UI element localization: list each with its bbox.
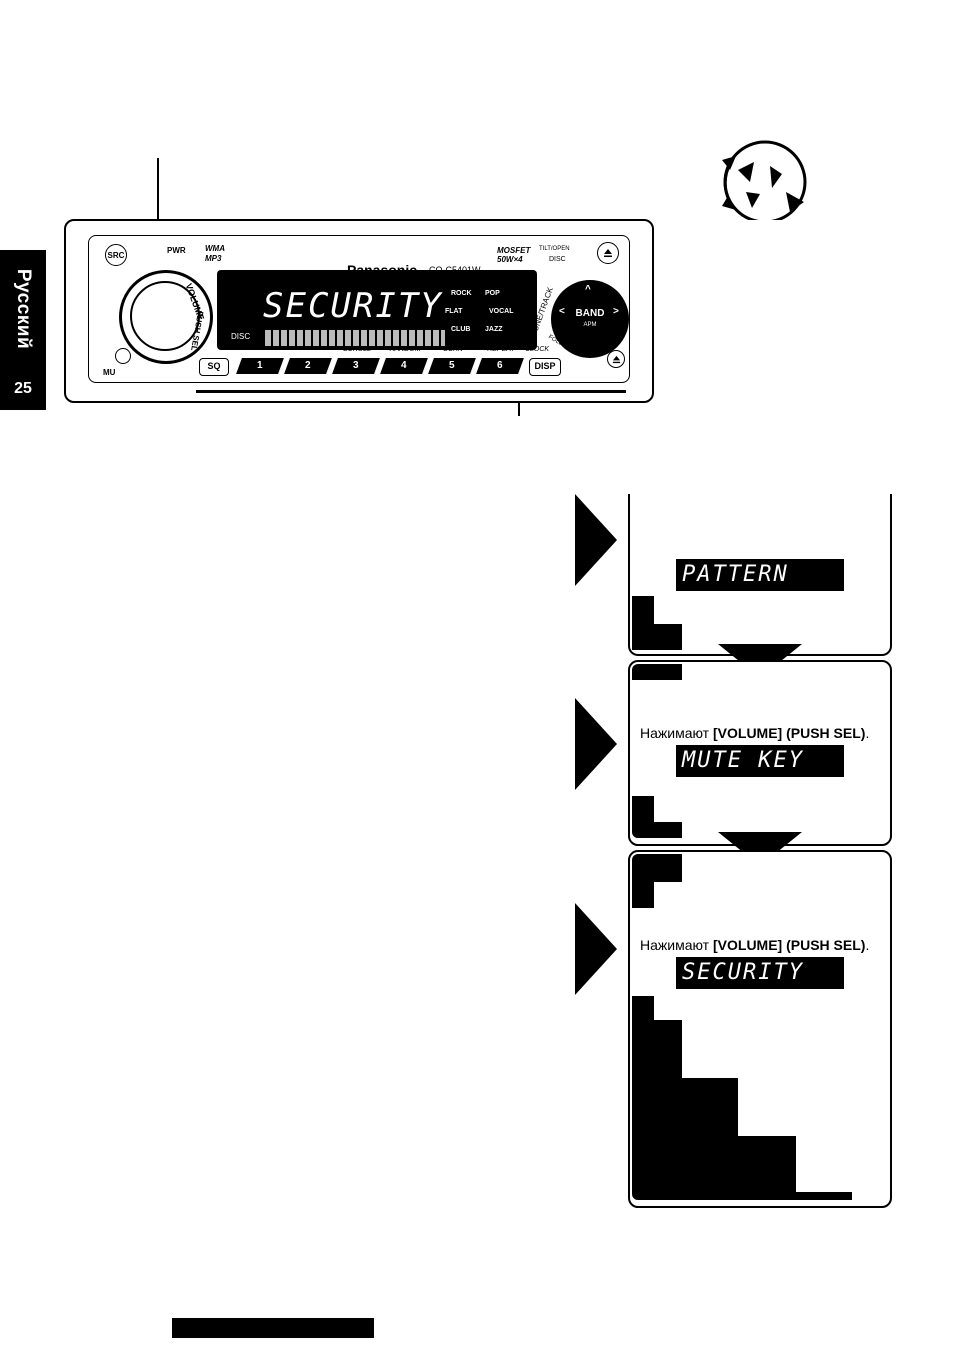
eq-label-club: CLUB [451, 326, 471, 333]
step-arrow-icon-3 [575, 903, 617, 995]
disc-indicator: DISC [231, 332, 251, 341]
preset-button-row: SQ 1 2 3 4 5 6 SCROLL RANDOM SCAN REPEAT… [199, 346, 619, 376]
page-number: 25 [14, 380, 32, 397]
mute-label: MU [103, 368, 116, 377]
scan-label: SCAN [443, 346, 463, 353]
eq-mode-labels: ROCK POP FLAT VOCAL CLUB JAZZ [445, 290, 515, 346]
step-3-display: SECURITY [676, 957, 844, 989]
step-2-display: MUTE KEY [676, 745, 844, 777]
mp3-logo: MP3 [205, 254, 222, 263]
pwr-label: PWR [167, 246, 186, 255]
eq-label-vocal: VOCAL [489, 308, 514, 315]
step-2-caption: Нажимают [VOLUME] (PUSH SEL). [640, 725, 870, 741]
eq-label-pop: POP [485, 290, 500, 297]
band-button[interactable]: BAND [575, 308, 605, 319]
eq-label-jazz: JAZZ [485, 326, 503, 333]
scroll-label: SCROLL [342, 346, 371, 353]
eq-label-flat: FLAT [445, 308, 463, 315]
footer-bar [172, 1318, 374, 1338]
step-3-caption-key: [VOLUME] (PUSH SEL) [713, 937, 866, 953]
step-2-caption-key: [VOLUME] (PUSH SEL) [713, 725, 866, 741]
step-arrow-icon-1 [575, 494, 617, 586]
random-label: RANDOM [389, 346, 421, 353]
tilt-open-label: TILT/OPEN [539, 246, 570, 252]
watt-label: 50W×4 [497, 255, 523, 264]
disp-button[interactable]: DISP [529, 358, 561, 376]
preset-button-4[interactable]: 4 [380, 358, 428, 374]
main-display: SECURITY DISC ROCK POP FLAT VOCAL CLUB J… [217, 270, 537, 350]
clock-label: CLOCK [524, 346, 550, 353]
disc-label: DISC [549, 256, 566, 263]
navigation-ring[interactable]: ^ < > BAND APM [551, 280, 629, 358]
apm-label: APM [583, 322, 597, 328]
left-arrow-icon[interactable]: < [559, 306, 565, 317]
spectrum-bars [265, 330, 445, 346]
mosfet-label: MOSFET [497, 246, 531, 255]
preset-button-1[interactable]: 1 [236, 358, 284, 374]
reset-button[interactable] [115, 348, 131, 364]
eject-icon [604, 249, 612, 257]
main-display-text: SECURITY [263, 286, 443, 326]
preset-button-5[interactable]: 5 [428, 358, 476, 374]
down-arrow-icon-2 [718, 832, 802, 866]
head-unit-illustration: SRC PWR WMA MP3 Panasonic CQ-C5401W MOSF… [64, 219, 654, 403]
eject-small-icon [612, 355, 620, 363]
volume-knob[interactable] [119, 270, 213, 364]
step-1-display: PATTERN [676, 559, 844, 591]
src-button[interactable]: SRC [105, 244, 127, 266]
sq-button[interactable]: SQ [199, 358, 229, 376]
right-arrow-icon[interactable]: > [613, 306, 619, 317]
eq-label-rock: ROCK [451, 290, 472, 297]
preset-button-3[interactable]: 3 [332, 358, 380, 374]
repeat-label: REPEAT [487, 346, 515, 353]
open-button[interactable] [607, 350, 625, 368]
rotate-knob-icon [700, 136, 820, 224]
wma-logo: WMA [205, 244, 225, 253]
step-arrow-icon-2 [575, 698, 617, 790]
language-tab: Русский 25 [0, 250, 46, 410]
preset-button-2[interactable]: 2 [284, 358, 332, 374]
step-3-caption: Нажимают [VOLUME] (PUSH SEL). [640, 937, 870, 953]
preset-button-6[interactable]: 6 [476, 358, 524, 374]
language-label: Русский [13, 268, 34, 350]
eject-button[interactable] [597, 242, 619, 264]
up-arrow-icon[interactable]: ^ [585, 284, 591, 295]
